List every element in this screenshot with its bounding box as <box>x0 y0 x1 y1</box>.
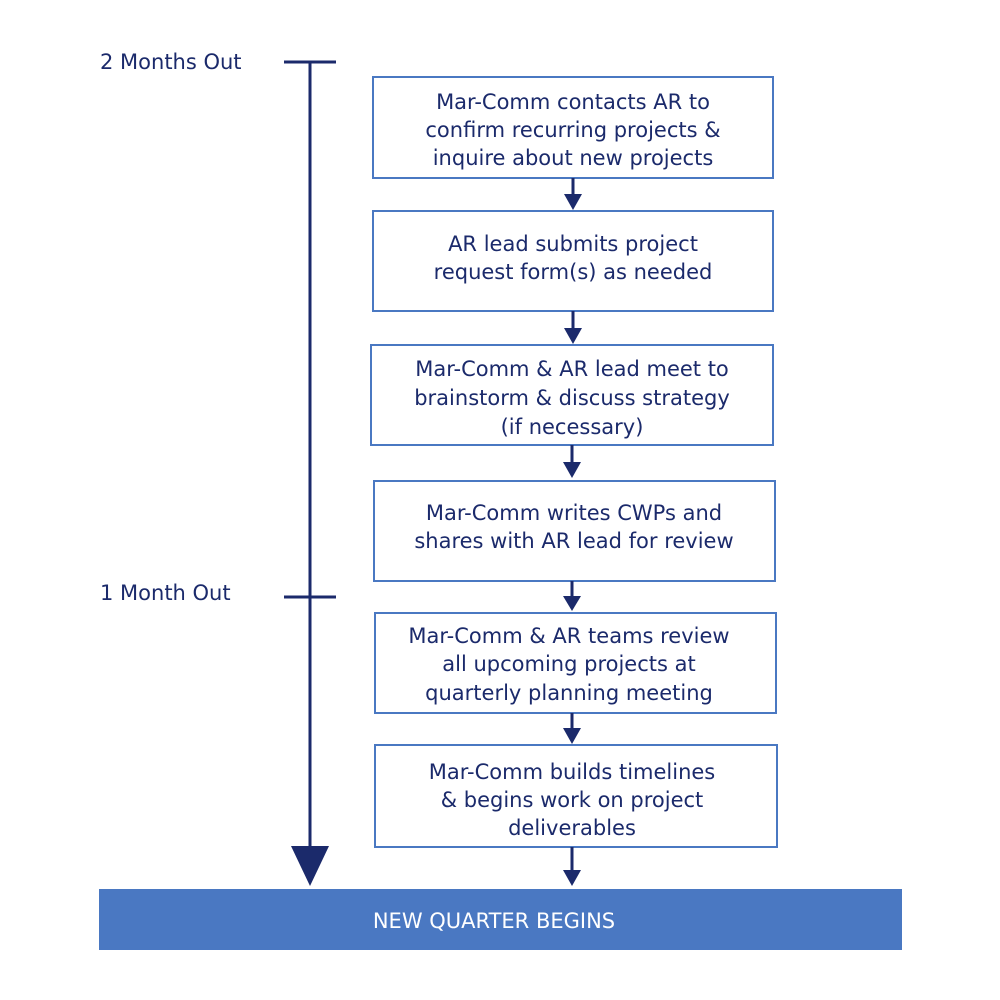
step-text-line: quarterly planning meeting <box>425 681 713 705</box>
step-text-line: request form(s) as needed <box>434 260 713 284</box>
step-text-line: Mar-Comm contacts AR to <box>436 90 710 114</box>
step-box-submit-request: AR lead submits project request form(s) … <box>372 210 774 312</box>
new-quarter-banner: NEW QUARTER BEGINS <box>99 889 902 950</box>
milestone-label-2-months: 2 Months Out <box>100 50 242 74</box>
step-text-line: Mar-Comm & AR teams review <box>408 624 729 648</box>
step-box-contact-ar: Mar-Comm contacts AR to confirm recurrin… <box>372 76 774 179</box>
timeline-arrowhead <box>291 846 329 886</box>
step-text-line: Mar-Comm builds timelines <box>429 760 716 784</box>
step-box-quarterly-review: Mar-Comm & AR teams review all upcoming … <box>374 612 777 714</box>
flow-arrow <box>563 581 581 611</box>
step-box-brainstorm: Mar-Comm & AR lead meet to brainstorm & … <box>370 344 774 446</box>
flow-arrow <box>564 311 582 344</box>
step-box-build-timelines: Mar-Comm builds timelines & begins work … <box>374 744 778 848</box>
step-text-line: shares with AR lead for review <box>414 529 733 553</box>
step-text-line: deliverables <box>508 816 636 840</box>
step-text-line: (if necessary) <box>501 415 644 439</box>
banner-label: NEW QUARTER BEGINS <box>373 909 615 933</box>
flow-arrow <box>563 445 581 478</box>
flow-arrow <box>564 178 582 210</box>
step-text-line: inquire about new projects <box>433 146 714 170</box>
flow-arrow <box>563 713 581 744</box>
step-text-line: all upcoming projects at <box>442 652 695 676</box>
step-text-line: & begins work on project <box>441 788 704 812</box>
milestone-label-1-month: 1 Month Out <box>100 581 231 605</box>
step-text-line: AR lead submits project <box>448 232 698 256</box>
step-text-line: brainstorm & discuss strategy <box>414 386 730 410</box>
step-text-line: confirm recurring projects & <box>425 118 720 142</box>
step-text-line: Mar-Comm writes CWPs and <box>426 501 722 525</box>
step-box-write-cwps: Mar-Comm writes CWPs and shares with AR … <box>373 480 776 582</box>
flow-arrow <box>563 847 581 886</box>
step-text-line: Mar-Comm & AR lead meet to <box>415 357 729 381</box>
